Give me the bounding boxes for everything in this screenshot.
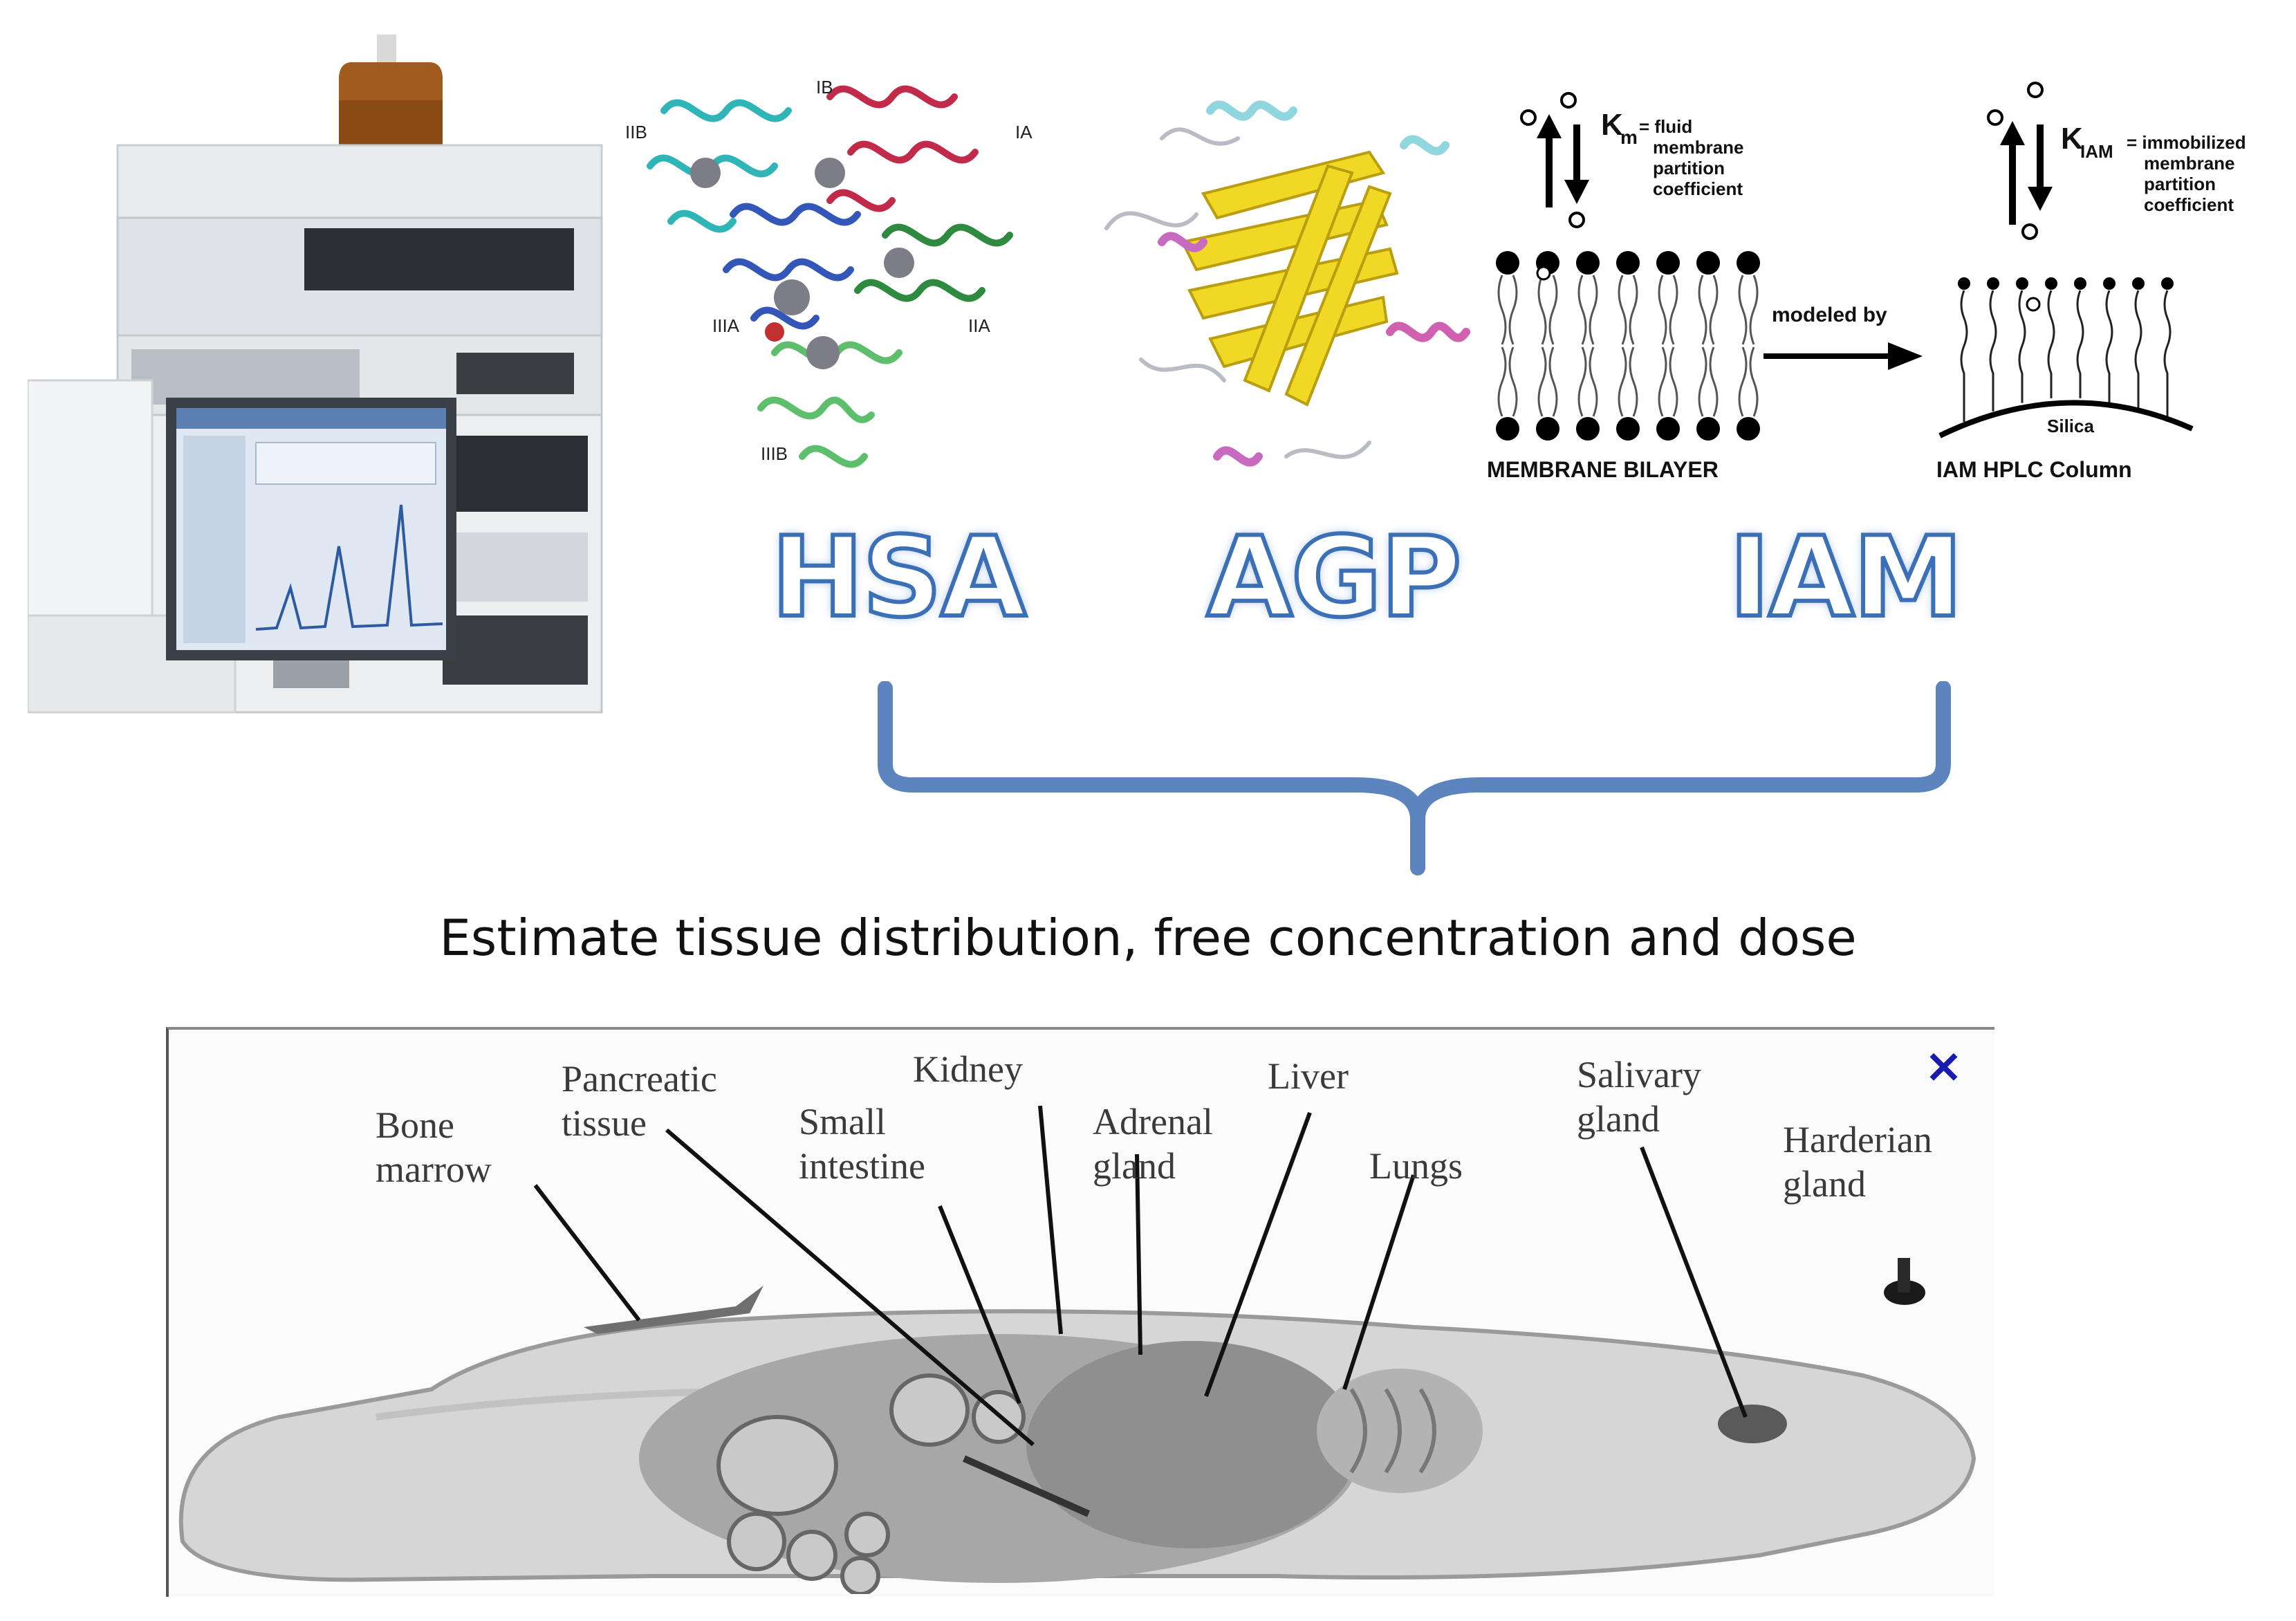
hsa-protein-structure: IIB IA IB IIIA IIA IIIB [625,77,1033,468]
column-label: IAM HPLC Column [1936,457,2132,482]
hsa-domain-label: IIA [968,315,990,336]
kiam-desc: coefficient [2144,194,2234,215]
organ-label-kidney: Kidney [913,1048,1023,1090]
iam-column-graphic [1958,277,2174,422]
km-desc: = fluid [1639,116,1692,137]
grouping-brace [878,681,1951,876]
hsa-domain-label: IIIA [712,315,740,336]
headline-text: Estimate tissue distribution, free conce… [439,909,1857,967]
hplc-instrument-image [28,21,615,716]
hsa-domain-label: IIIB [761,443,788,464]
organ-label-lungs: Lungs [1369,1145,1463,1187]
modeled-by-label: modeled by [1772,304,1887,326]
iam-label: IAM [1727,512,1965,642]
km-subscript: m [1620,127,1638,148]
agp-label: AGP [1205,512,1463,642]
km-desc: partition [1653,158,1725,178]
hsa-domain-label: IB [816,77,833,98]
kiam-subscript: IAM [2080,141,2113,162]
whole-body-autoradiograph [169,1030,1992,1594]
bilayer-label: MEMBRANE BILAYER [1487,457,1719,482]
kiam-symbol: K [2061,122,2083,156]
km-symbol: K [1601,108,1623,142]
membrane-iam-schematic: K m = fluid membrane partition coefficie… [1487,82,2246,482]
hsa-domain-label: IIB [625,122,647,142]
kiam-desc: partition [2144,174,2216,194]
silica-label: Silica [2047,416,2094,436]
km-desc: membrane [1653,137,1744,158]
kiam-desc: = immobilized [2127,132,2246,153]
kiam-desc: membrane [2144,153,2235,174]
membrane-bilayer-graphic [1496,251,1760,441]
hsa-domain-label: IA [1015,122,1033,142]
agp-protein-structure [1104,100,1470,467]
km-desc: coefficient [1653,178,1743,199]
organ-label-liver: Liver [1268,1055,1349,1097]
hsa-label: HSA [769,512,1028,642]
close-icon[interactable]: × [1924,1039,1963,1093]
